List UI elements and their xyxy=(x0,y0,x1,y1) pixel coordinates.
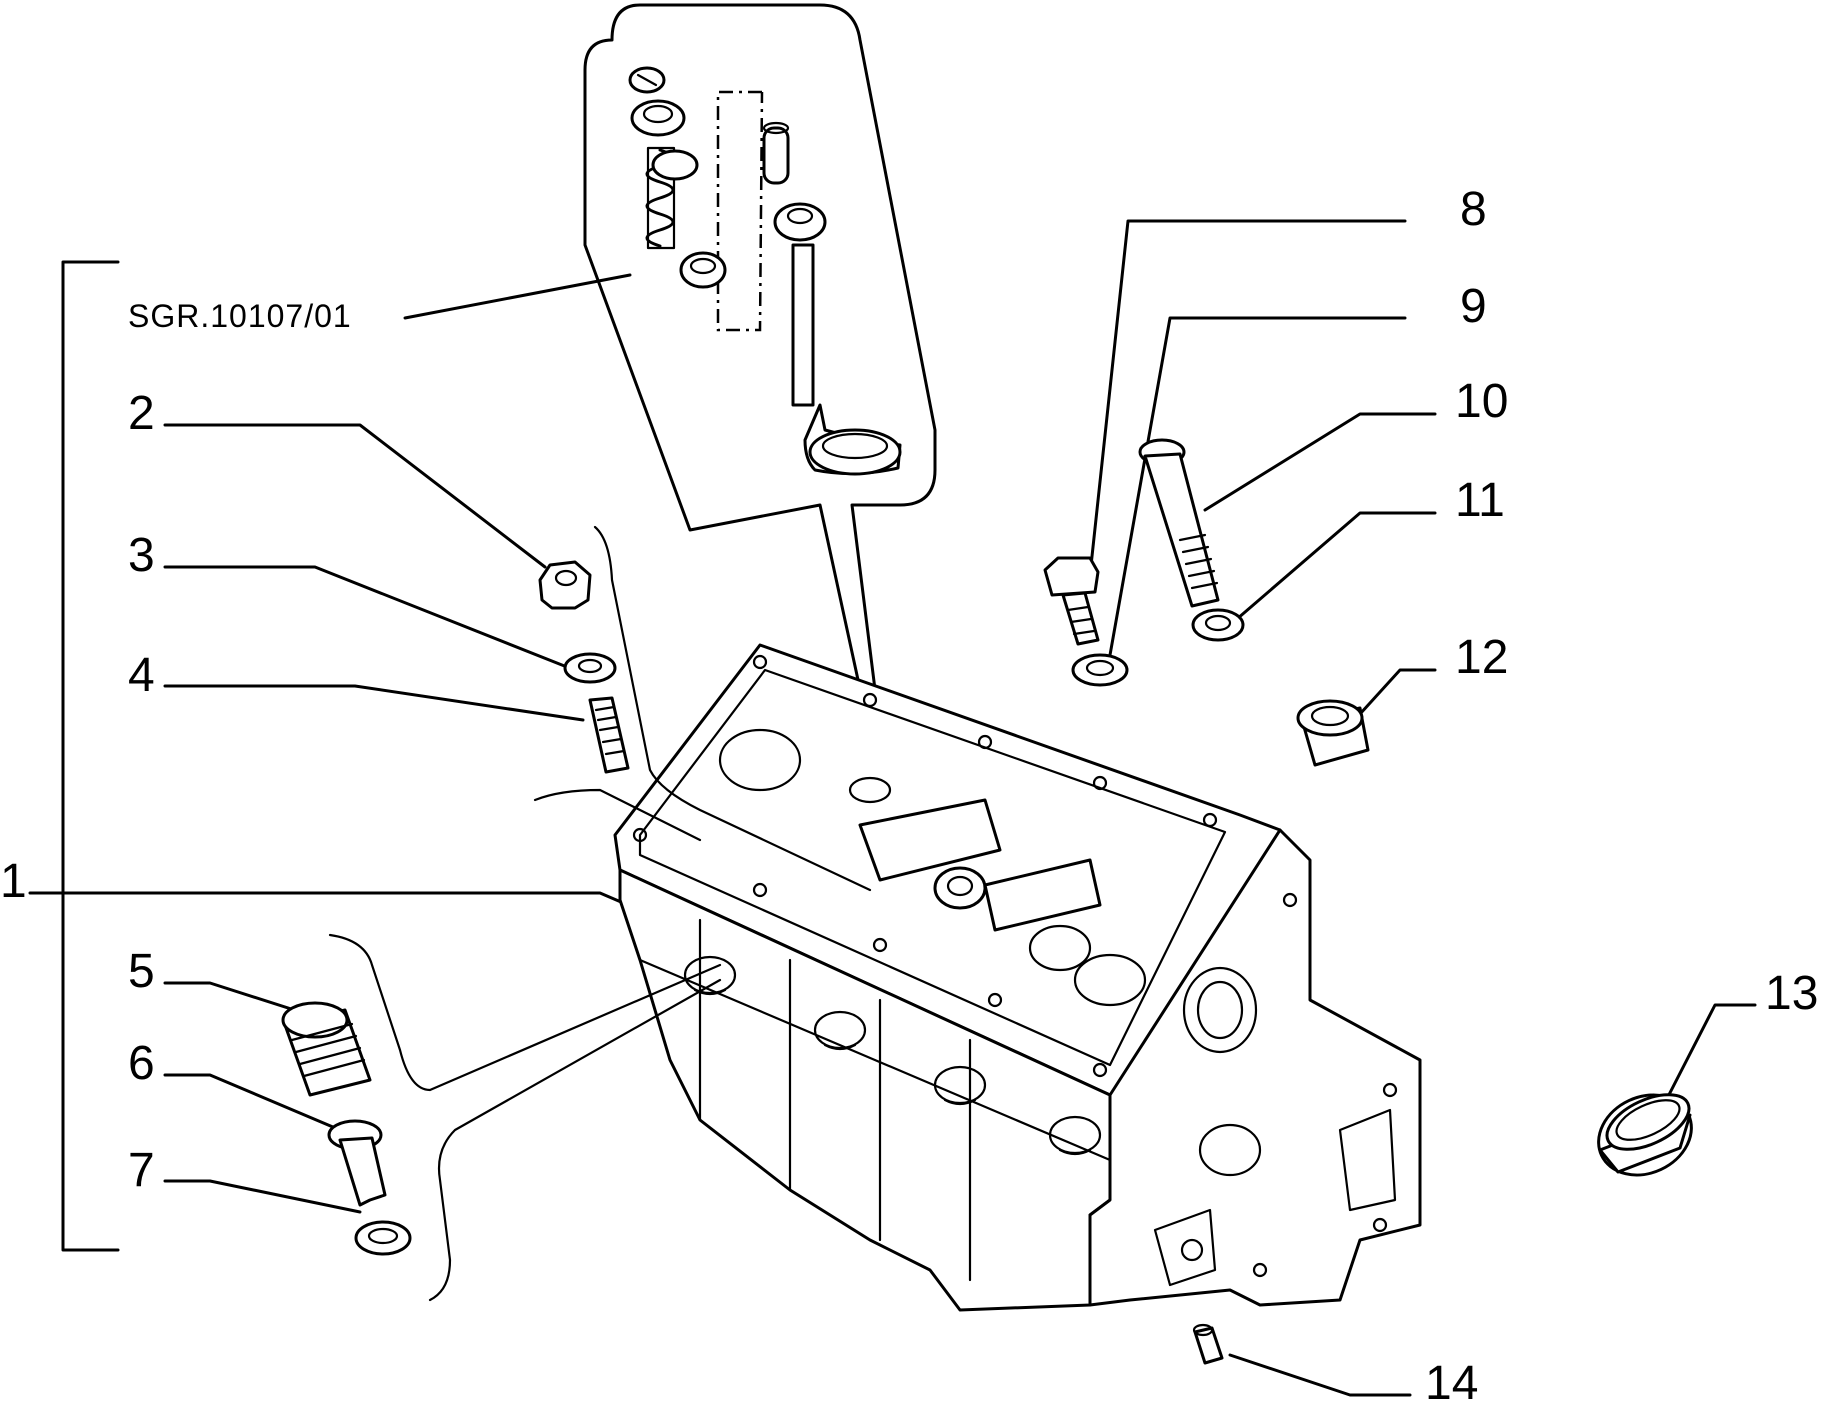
leader-lines xyxy=(28,219,1757,1397)
guide-curves xyxy=(328,525,872,1302)
leader-2 xyxy=(163,423,547,569)
callout-9: 9 xyxy=(1460,280,1487,333)
leader-13 xyxy=(1653,1003,1757,1124)
callout-4: 4 xyxy=(128,649,155,702)
reference-code: SGR.10107/01 xyxy=(128,298,352,334)
cylinder-head xyxy=(613,643,1422,1312)
leader-14 xyxy=(1228,1353,1412,1397)
loose-parts xyxy=(281,438,1693,1365)
part-10-bolt xyxy=(1138,438,1220,608)
callout-7: 7 xyxy=(128,1144,155,1197)
callout-8: 8 xyxy=(1460,183,1487,236)
leader-3 xyxy=(163,565,569,669)
part-9-washer xyxy=(1071,653,1129,687)
leader-11 xyxy=(1228,511,1437,627)
leader-4 xyxy=(163,684,585,722)
part-5-plug xyxy=(281,1001,372,1097)
callout-10: 10 xyxy=(1455,375,1509,428)
callout-3: 3 xyxy=(128,529,155,582)
callout-11: 11 xyxy=(1455,474,1505,527)
callout-6: 6 xyxy=(128,1037,155,1090)
callout-2: 2 xyxy=(128,387,155,440)
callout-13: 13 xyxy=(1765,967,1819,1020)
leader-12 xyxy=(1348,668,1437,727)
leader-6 xyxy=(163,1073,342,1132)
callout-1: 1 xyxy=(0,855,27,908)
part-14-dowel xyxy=(1192,1323,1224,1365)
leader-7 xyxy=(163,1179,362,1214)
part-7-washer xyxy=(354,1220,412,1256)
part-6-sleeve xyxy=(327,1119,387,1207)
callout-12: 12 xyxy=(1455,631,1509,684)
leader-10 xyxy=(1203,412,1437,512)
part-13-ring xyxy=(1597,1093,1693,1177)
group-bracket xyxy=(61,260,120,1252)
valve-inset-box xyxy=(583,3,937,852)
part-4-stud xyxy=(588,696,630,774)
part-3-washer xyxy=(563,652,617,684)
part-2-nut xyxy=(538,560,592,610)
leader-5 xyxy=(163,981,312,1017)
leader-1 xyxy=(28,891,630,907)
callout-14: 14 xyxy=(1425,1357,1479,1410)
part-8-bolt xyxy=(1043,556,1100,646)
part-12-plug xyxy=(1296,699,1370,767)
callout-5: 5 xyxy=(128,945,155,998)
leader-reference xyxy=(403,273,632,320)
leader-8 xyxy=(1088,219,1407,577)
leader-9 xyxy=(1108,316,1407,657)
part-11-washer xyxy=(1191,608,1245,642)
